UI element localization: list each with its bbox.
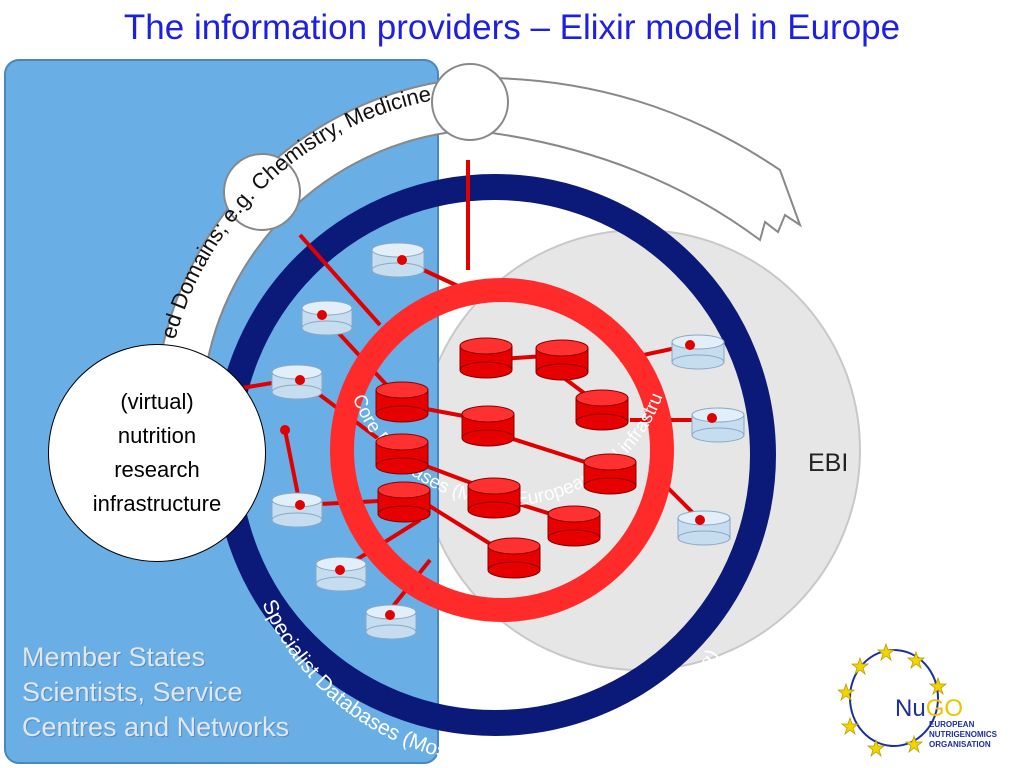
virtual-line-2: nutrition [117, 423, 197, 448]
virtual-infrastructure-circle: (virtual) nutrition research infrastruct… [48, 344, 266, 562]
specialist-db [671, 334, 725, 370]
core-db [375, 433, 429, 475]
core-db [487, 537, 541, 579]
specialist-db [371, 242, 425, 278]
core-db [583, 453, 637, 495]
specialist-db [691, 407, 745, 443]
core-databases [375, 337, 637, 579]
virtual-line-4: infrastructure [92, 491, 222, 516]
virtual-line-1: (virtual) [120, 389, 194, 414]
nugo-logo: NuGO EUROPEAN NUTRIGENOMICS ORGANISATION [836, 640, 1018, 760]
member-line-3: Centres and Networks [22, 712, 290, 742]
core-ring [330, 278, 674, 622]
core-db [461, 405, 515, 447]
virtual-line-3: research [114, 457, 200, 482]
core-db [377, 481, 431, 523]
specialist-db [365, 604, 417, 640]
core-db [375, 381, 429, 423]
connector-dots [280, 255, 717, 620]
nugo-ring-icon [836, 642, 948, 758]
core-db [575, 389, 629, 431]
domains-scroll [158, 76, 802, 377]
specialist-db [301, 300, 353, 336]
member-line-2: Scientists, Service [22, 677, 243, 707]
nugo-wordmark: NuGO [895, 695, 964, 722]
specialist-db [677, 510, 731, 546]
domains-bubble-top [431, 63, 509, 141]
slide-title: The information providers – Elixir model… [123, 8, 901, 47]
specialist-db [271, 492, 323, 528]
core-db [547, 505, 601, 547]
specialist-databases [271, 242, 745, 640]
member-states-label: Member States Scientists, Service Centre… [22, 640, 422, 745]
core-db [459, 337, 513, 379]
domains-bubble-left [223, 153, 301, 231]
core-db [467, 477, 521, 519]
ebi-label: EBI [808, 449, 849, 477]
member-line-1: Member States [22, 642, 206, 672]
core-db [535, 339, 589, 381]
nugo-subtitle: EUROPEAN NUTRIGENOMICS ORGANISATION [929, 720, 997, 749]
